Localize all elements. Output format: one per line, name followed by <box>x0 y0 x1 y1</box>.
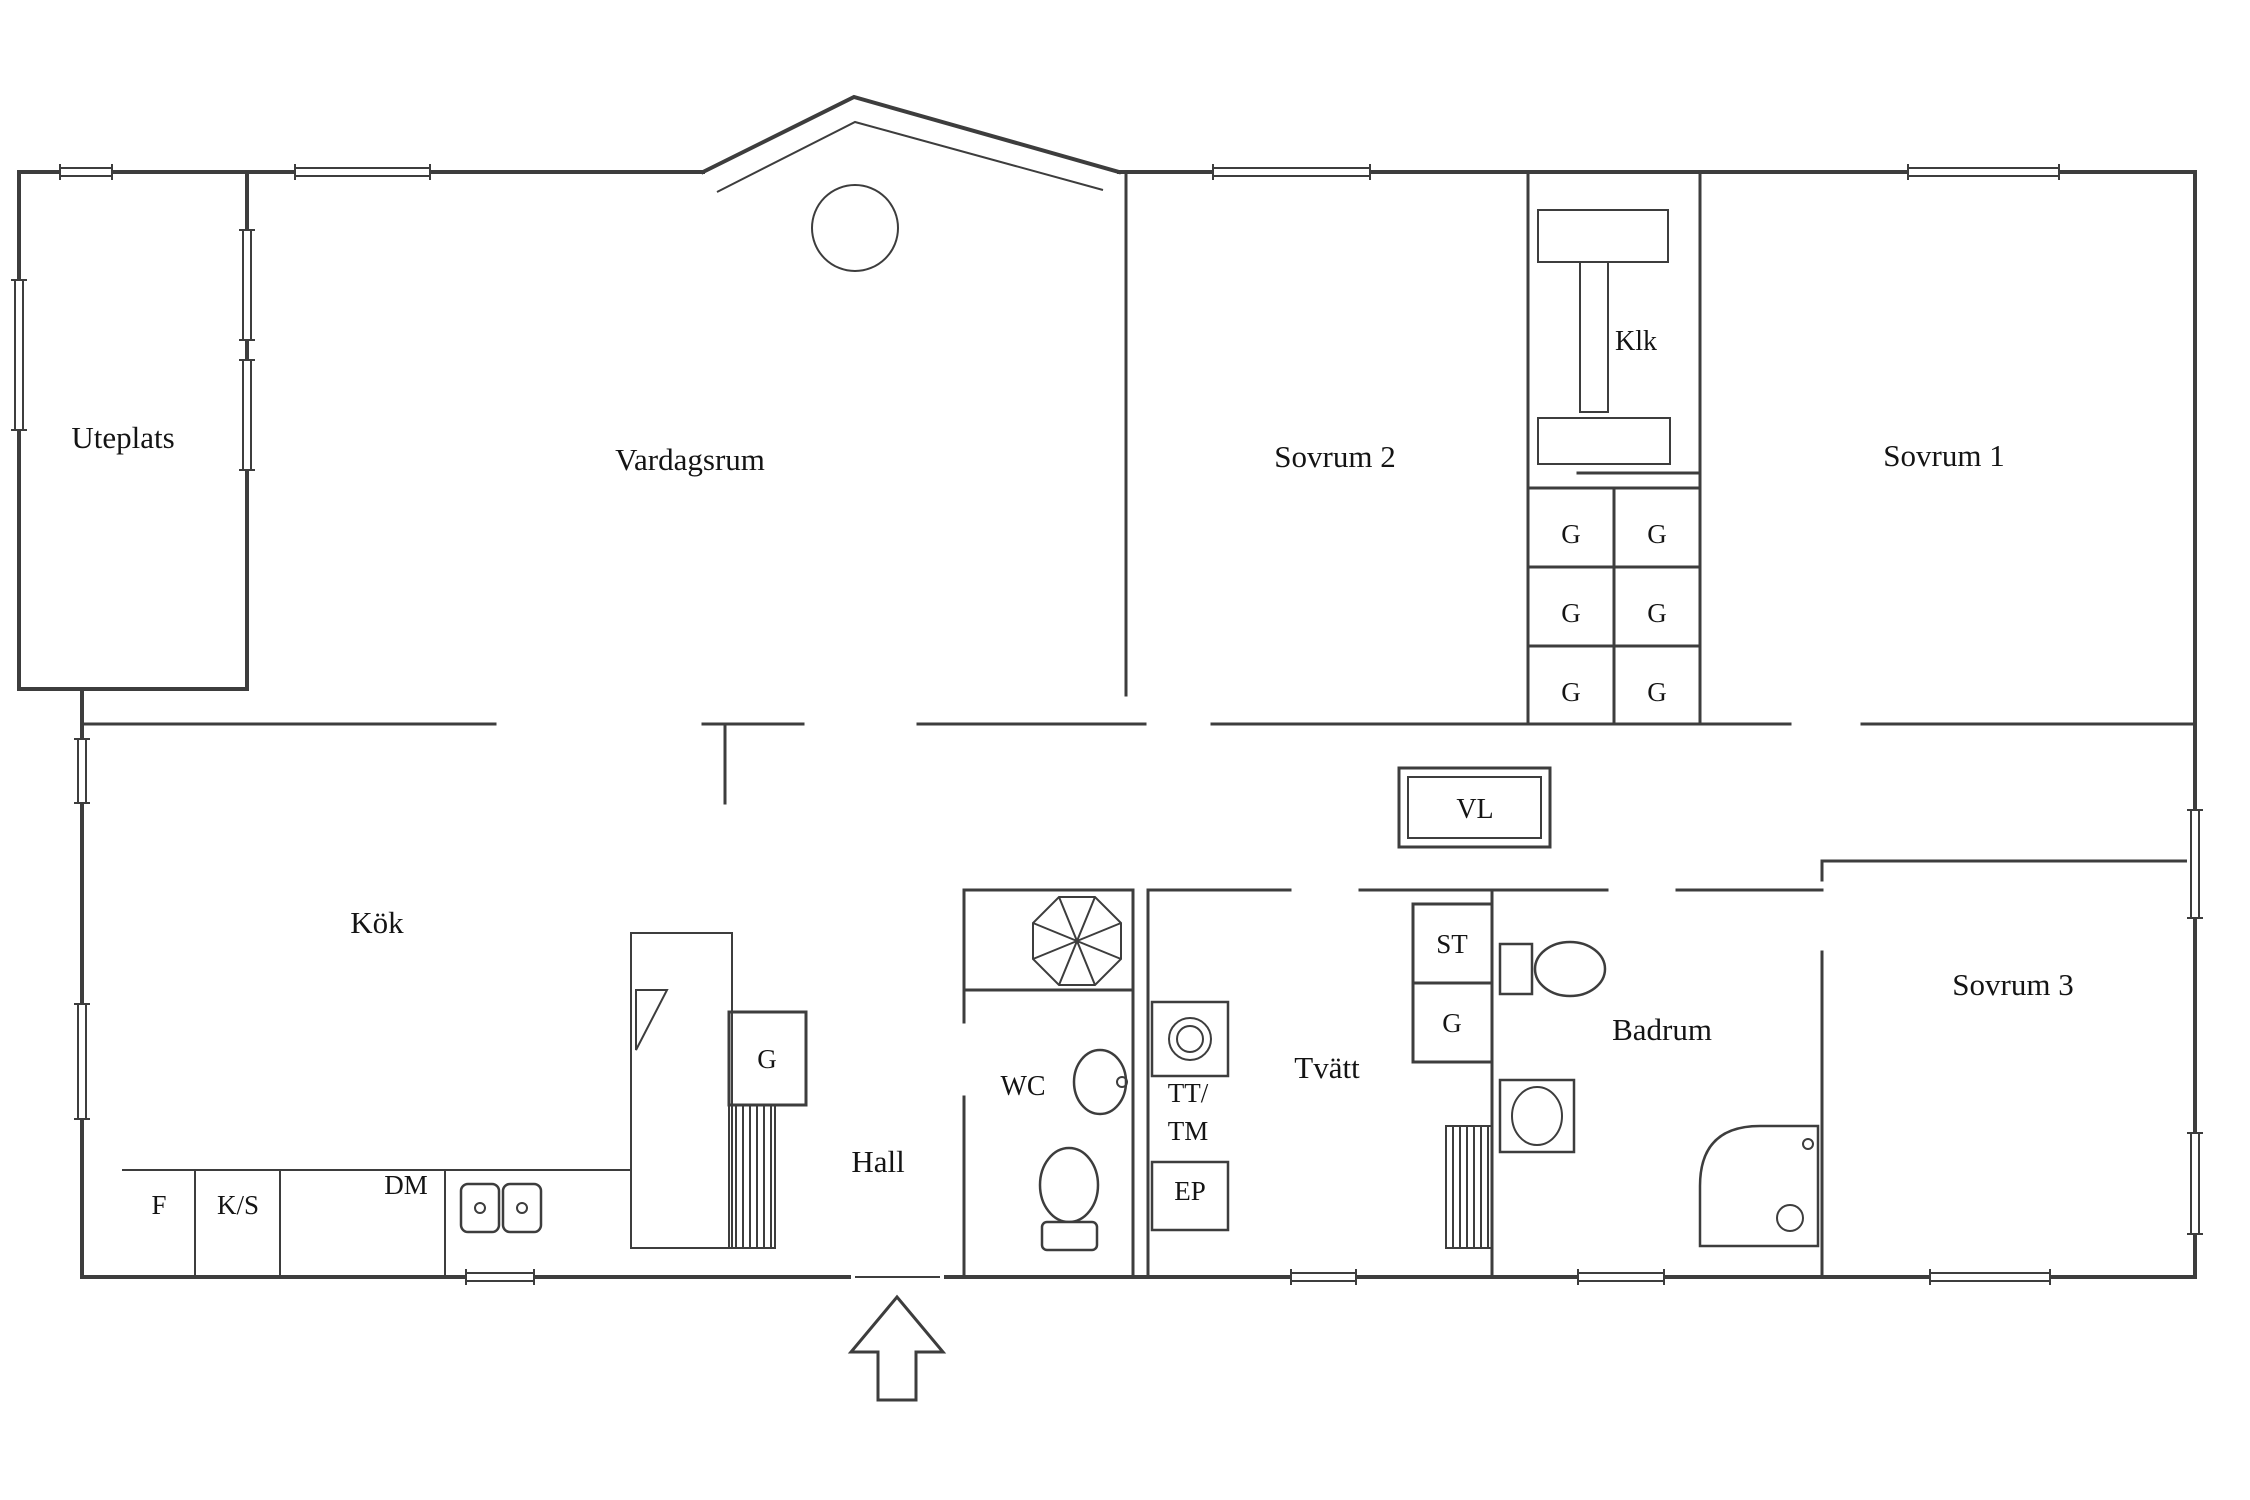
washing-machine <box>1150 1000 1230 1078</box>
label-wardrobe-g: G <box>1647 598 1667 628</box>
window <box>74 738 90 804</box>
vl-box-outer <box>1397 766 1552 849</box>
round-window <box>811 184 899 272</box>
wardrobe-grid-dividers <box>1526 486 1702 726</box>
entrance-arrow-icon <box>847 1294 947 1402</box>
klk-shaft <box>1537 209 1669 263</box>
label-sovrum1: Sovrum 1 <box>1883 438 2004 473</box>
gable-outer-line <box>700 94 1122 175</box>
vl-box-inner <box>1407 776 1542 839</box>
label-hall-closet-g: G <box>757 1044 777 1074</box>
sink-basin-left <box>459 1182 501 1234</box>
label-wc: WC <box>1000 1071 1045 1102</box>
window <box>1907 164 2060 180</box>
klk-shelf-horizontal <box>1537 417 1671 465</box>
label-tm: TM <box>1168 1116 1209 1146</box>
gable-inner-line <box>716 120 1104 193</box>
sink-drain-right <box>516 1202 528 1214</box>
label-dm: DM <box>384 1170 428 1200</box>
tvatt-radiator-outline <box>1445 1125 1493 1249</box>
label-sovrum3: Sovrum 3 <box>1952 967 2073 1002</box>
wardrobe-grid <box>1526 486 1702 726</box>
label-wardrobe-g: G <box>1647 519 1667 549</box>
window <box>59 164 113 180</box>
wc-fixtures <box>1038 1048 1128 1252</box>
ep-box <box>1150 1160 1230 1232</box>
window <box>1577 1269 1665 1285</box>
washing-machine-drum <box>1176 1025 1204 1053</box>
label-kok: Kök <box>350 905 404 940</box>
label-wardrobe-g: G <box>1561 519 1581 549</box>
badrum-toilet-tank <box>1498 942 1534 996</box>
label-st: ST <box>1436 929 1468 959</box>
window <box>465 1269 535 1285</box>
kitchen-cabinet-dividers <box>194 1170 446 1277</box>
shower-drain <box>1776 1204 1804 1232</box>
interior-wall-lines <box>80 170 2197 1279</box>
fixture-labels: VL G G G G G G G ST G TT/ TM EP F K/S DM <box>151 519 1666 1220</box>
kitchen-counter <box>122 932 733 1277</box>
kitchen-corner-cabinet <box>635 989 669 1051</box>
sink-drain-left <box>474 1202 486 1214</box>
window <box>1212 164 1371 180</box>
klk-closet-fittings <box>1537 209 1671 465</box>
label-st-closet-g: G <box>1442 1008 1462 1038</box>
hall-radiator <box>728 1104 776 1249</box>
label-sovrum2: Sovrum 2 <box>1274 439 1395 474</box>
label-hall: Hall <box>851 1144 904 1179</box>
kitchen-island <box>630 932 733 1249</box>
window <box>2187 1132 2203 1235</box>
label-wardrobe-g: G <box>1561 677 1581 707</box>
label-tvatt: Tvätt <box>1294 1050 1360 1085</box>
window <box>2187 809 2203 919</box>
label-wardrobe-g: G <box>1561 598 1581 628</box>
window <box>11 279 27 431</box>
label-wardrobe-g: G <box>1647 677 1667 707</box>
entrance <box>847 1269 947 1402</box>
window <box>239 229 255 341</box>
label-badrum: Badrum <box>1612 1012 1712 1047</box>
wc-toilet-tank <box>1040 1220 1099 1252</box>
wc-sink <box>1072 1048 1128 1116</box>
label-klk: Klk <box>1615 326 1657 357</box>
vl-unit <box>1397 766 1552 849</box>
interior-walls <box>80 170 2197 1279</box>
tvatt-radiator <box>1445 1125 1493 1249</box>
window <box>1290 1269 1357 1285</box>
label-f: F <box>151 1190 166 1220</box>
laundry-appliances <box>1150 1000 1230 1232</box>
bathroom-fixtures <box>1498 940 1820 1248</box>
room-labels: Uteplats Vardagsrum Sovrum 2 Klk Sovrum … <box>71 326 2073 1179</box>
hall-radiator-outline <box>728 1104 776 1249</box>
st-g-closets <box>1411 902 1494 1064</box>
label-vl: VL <box>1456 794 1493 825</box>
windows <box>11 164 2203 1285</box>
roof-gable <box>700 94 1122 272</box>
wc-toilet-bowl <box>1038 1146 1100 1224</box>
klk-shelf-vertical <box>1579 261 1609 413</box>
window <box>294 164 431 180</box>
washing-machine-door <box>1168 1017 1212 1061</box>
label-vardagsrum: Vardagsrum <box>615 442 765 477</box>
label-uteplats: Uteplats <box>71 420 174 455</box>
kitchen-sink <box>459 1182 543 1234</box>
shower-head <box>1802 1138 1814 1150</box>
tvatt-radiator-fins <box>1452 1126 1489 1248</box>
label-ep: EP <box>1174 1176 1206 1206</box>
shower-tray <box>1698 1124 1820 1248</box>
window <box>239 359 255 471</box>
badrum-sink-basin <box>1511 1086 1563 1146</box>
sink-basin-right <box>501 1182 543 1234</box>
corner-fan-unit <box>1032 896 1122 986</box>
label-ks: K/S <box>217 1190 259 1220</box>
window <box>74 1003 90 1120</box>
window <box>1929 1269 2051 1285</box>
hall-radiator-fins <box>735 1105 772 1248</box>
badrum-toilet-bowl <box>1533 940 1607 998</box>
fan-spokes <box>1032 896 1122 986</box>
wc-sink-tap <box>1116 1076 1128 1088</box>
label-tt: TT/ <box>1168 1078 1209 1108</box>
